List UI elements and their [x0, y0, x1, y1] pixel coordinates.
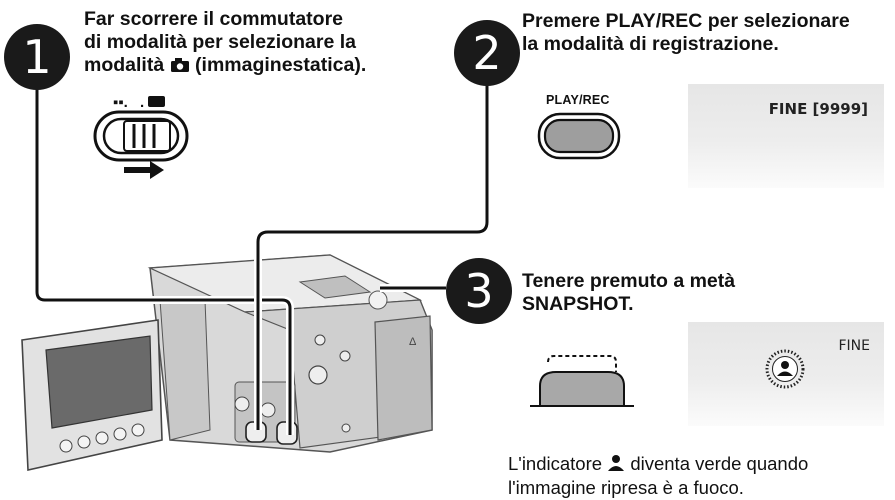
step-1-badge: 1 — [4, 24, 70, 90]
step-1-line-3-before: modalità — [84, 54, 165, 76]
mode-switch-illustration: ▪▪. . — [93, 94, 189, 179]
play-rec-button-illustration — [543, 118, 615, 154]
camera-icon — [170, 58, 189, 72]
caption-line-2: l'immagine ripresa è a fuoco. — [508, 477, 744, 498]
play-rec-label: PLAY/REC — [546, 93, 610, 107]
step-3-line-2: SNAPSHOT. — [522, 293, 634, 315]
lcd-fine-text: FINE — [838, 338, 871, 354]
lcd-quality-text: FINE [9999] — [768, 100, 868, 118]
step-1-line-3: modalità (immaginestatica). — [84, 54, 444, 77]
step-2-badge: 2 — [454, 20, 520, 86]
caption-line-1: L'indicatore diventa verde quando — [508, 452, 895, 476]
lcd-panel-record: FINE [9999] — [688, 84, 884, 188]
camcorder-illustration: Δ — [21, 254, 433, 471]
step-2-instruction: Premere PLAY/REC per selezionare la moda… — [522, 10, 894, 56]
focus-caption: L'indicatore diventa verde quando l'imma… — [508, 452, 895, 500]
step-1-line-3-after: (immaginestatica). — [195, 54, 367, 76]
step-3-line-1: Tenere premuto a metà — [522, 270, 736, 292]
illustration: Δ ▪▪. . — [21, 80, 634, 471]
svg-text:.: . — [140, 94, 144, 111]
lcd-panel-focus: FINE — [688, 322, 884, 426]
person-icon — [608, 455, 625, 471]
step-1-line-1: Far scorrere il commutatore — [84, 8, 344, 30]
step-3-instruction: Tenere premuto a metà SNAPSHOT. — [522, 270, 882, 316]
step-1-line-2: di modalità per selezionare la — [84, 31, 357, 53]
focus-person-icon — [765, 349, 805, 389]
step-2-line-1: Premere PLAY/REC per selezionare — [522, 10, 850, 32]
snapshot-button-illustration — [547, 355, 617, 372]
step-2-line-2: la modalità di registrazione. — [522, 33, 779, 55]
svg-text:Δ: Δ — [409, 336, 417, 348]
caption-before: L'indicatore — [508, 453, 603, 474]
step-3-badge: 3 — [446, 258, 512, 324]
caption-after: diventa verde quando — [630, 453, 809, 474]
step-1-instruction: Far scorrere il commutatore di modalità … — [84, 8, 444, 77]
svg-text:▪▪.: ▪▪. — [113, 94, 128, 111]
